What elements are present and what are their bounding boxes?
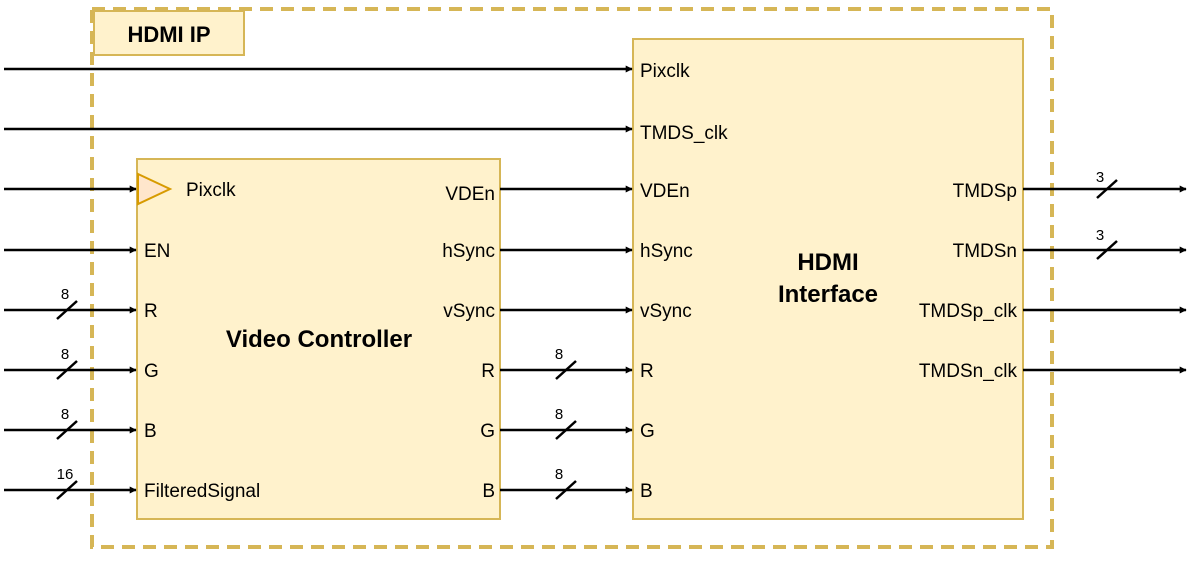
- bus-width-tmdsp: 3: [1096, 169, 1104, 186]
- hi-port-pixclk: Pixclk: [640, 61, 690, 82]
- hi-port-tmdsp-clk: TMDSp_clk: [919, 301, 1018, 322]
- hi-port-b: B: [640, 481, 653, 502]
- vc-port-vden: VDEn: [445, 184, 495, 205]
- hdmi-ip-boundary: [90, 7, 1054, 549]
- bus-width-vc-filteredsignal: 16: [57, 466, 74, 483]
- clock-input-triangle-icon: [137, 172, 173, 206]
- vc-port-hsync: hSync: [442, 241, 495, 262]
- vc-port-filteredsignal: FilteredSignal: [144, 481, 260, 502]
- hdmi-ip-title: HDMI IP: [127, 22, 210, 47]
- hi-port-tmdsn: TMDSn: [953, 241, 1017, 262]
- bus-slash-hi-b: [555, 480, 577, 500]
- video-controller-title: Video Controller: [226, 326, 412, 353]
- vc-port-g-out: G: [480, 421, 495, 442]
- hi-port-tmdsn-clk: TMDSn_clk: [919, 361, 1018, 382]
- hi-port-tmds-clk: TMDS_clk: [640, 123, 728, 144]
- bus-width-hi-r: 8: [555, 346, 563, 363]
- bus-width-hi-g: 8: [555, 406, 563, 423]
- hdmi-interface-title-line1: HDMI: [797, 249, 858, 276]
- bus-slash-tmdsp: [1096, 179, 1118, 199]
- bus-width-hi-b: 8: [555, 466, 563, 483]
- vc-port-b: B: [144, 421, 157, 442]
- vc-port-r: R: [144, 301, 158, 322]
- vc-port-b-out: B: [482, 481, 495, 502]
- bus-width-vc-g: 8: [61, 346, 69, 363]
- hi-port-vden: VDEn: [640, 181, 690, 202]
- hi-port-r: R: [640, 361, 654, 382]
- bus-slash-tmdsn: [1096, 240, 1118, 260]
- vc-port-r-out: R: [481, 361, 495, 382]
- bus-width-vc-b: 8: [61, 406, 69, 423]
- bus-slash-vc-r: [56, 300, 78, 320]
- bus-slash-vc-filteredsignal: [56, 480, 78, 500]
- bus-width-tmdsn: 3: [1096, 227, 1104, 244]
- bus-slash-vc-g: [56, 360, 78, 380]
- vc-port-vsync: vSync: [443, 301, 495, 322]
- hi-port-vsync: vSync: [640, 301, 692, 322]
- hi-port-tmdsp: TMDSp: [953, 181, 1017, 202]
- hdmi-interface-title-line2: Interface: [778, 281, 878, 308]
- video-controller-block: [136, 158, 501, 520]
- hi-port-hsync: hSync: [640, 241, 693, 262]
- vc-port-g: G: [144, 361, 159, 382]
- bus-width-vc-r: 8: [61, 286, 69, 303]
- vc-port-pixclk: Pixclk: [186, 180, 236, 201]
- bus-slash-hi-r: [555, 360, 577, 380]
- vc-port-en: EN: [144, 241, 170, 262]
- hdmi-interface-block: [632, 38, 1024, 520]
- hi-port-g: G: [640, 421, 655, 442]
- hdmi-ip-title-box: [93, 10, 245, 56]
- bus-slash-vc-b: [56, 420, 78, 440]
- bus-slash-hi-g: [555, 420, 577, 440]
